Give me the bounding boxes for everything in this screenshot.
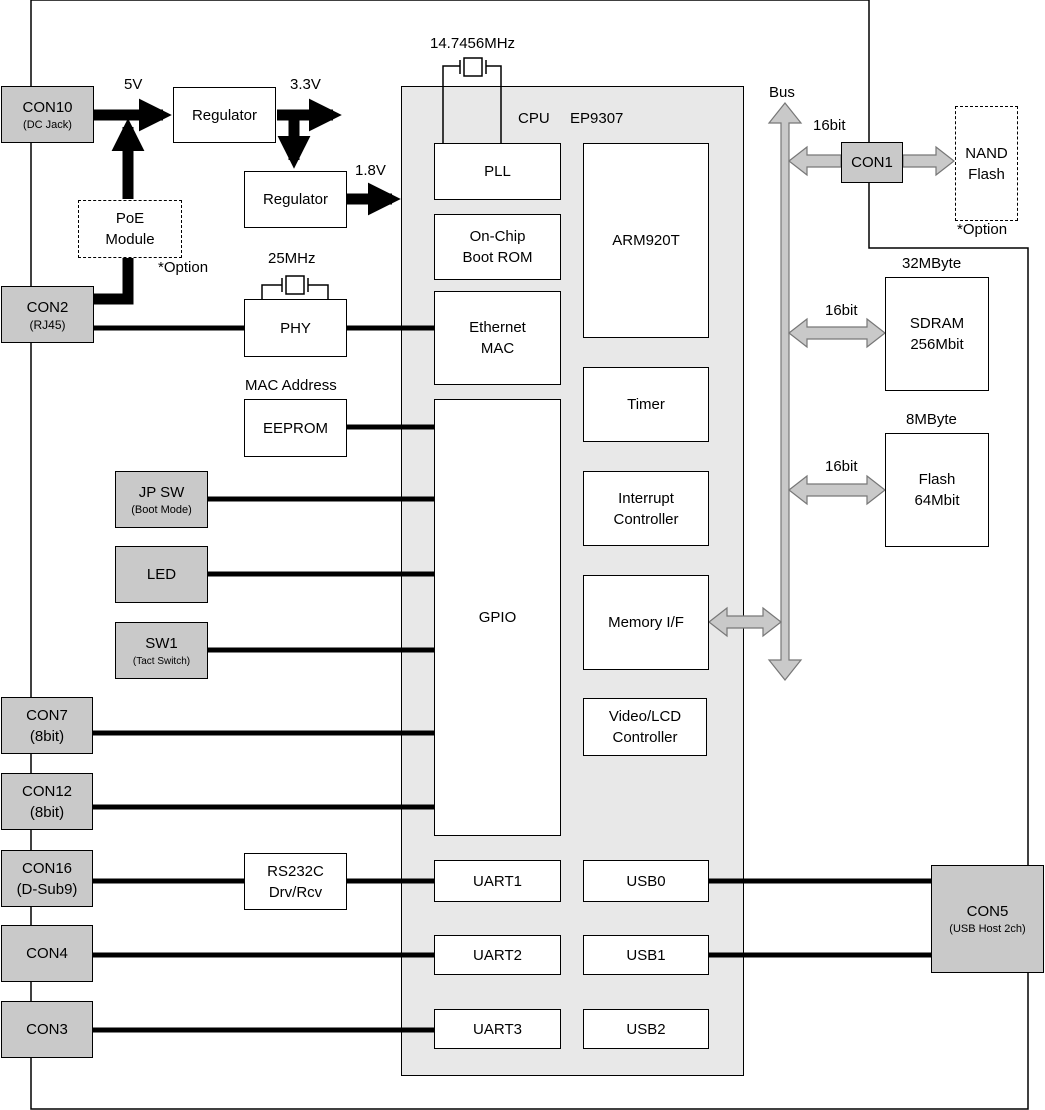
led-indicator: LED [115, 546, 208, 603]
phy-crystal-freq: 25MHz [268, 250, 316, 267]
bus-label: Bus [769, 84, 795, 101]
label-1v8: 1.8V [355, 162, 386, 179]
phy-crystal [261, 275, 329, 299]
system-bus [708, 102, 955, 681]
gpio-block: GPIO [434, 399, 561, 836]
poe-option-note: *Option [158, 259, 209, 276]
con7-connector: CON7(8bit) [1, 697, 93, 754]
usb2-block: USB2 [583, 1009, 709, 1049]
con5-connector: CON5(USB Host 2ch) [931, 865, 1044, 973]
regulator-1: Regulator [173, 87, 276, 143]
cpu-crystal [442, 57, 502, 143]
mac-address-label: MAC Address [245, 377, 337, 394]
eeprom-chip: EEPROM [244, 399, 347, 457]
cpu-title: CPU [518, 110, 550, 127]
usb1-block: USB1 [583, 935, 709, 975]
uart1-block: UART1 [434, 860, 561, 902]
usb0-block: USB0 [583, 860, 709, 902]
uart3-block: UART3 [434, 1009, 561, 1049]
pll-block: PLL [434, 143, 561, 200]
timer-block: Timer [583, 367, 709, 442]
sw1-switch: SW1(Tact Switch) [115, 622, 208, 679]
arm920t-core: ARM920T [583, 143, 709, 338]
con2-connector: CON2(RJ45) [1, 286, 94, 343]
label-3v3: 3.3V [290, 76, 321, 93]
flash-size: 8MByte [906, 411, 957, 428]
cpu-crystal-freq: 14.7456MHz [430, 35, 516, 52]
con4-connector: CON4 [1, 925, 93, 982]
con10-connector: CON10(DC Jack) [1, 86, 94, 143]
bus-width-sdram: 16bit [825, 302, 858, 319]
uart2-block: UART2 [434, 935, 561, 975]
con1-connector: CON1 [841, 142, 903, 183]
bus-width-con1: 16bit [813, 117, 846, 134]
regulator-2: Regulator [244, 171, 347, 228]
phy-chip: PHY [244, 299, 347, 357]
con12-connector: CON12(8bit) [1, 773, 93, 830]
label-5v: 5V [124, 76, 143, 93]
cpu-model: EP9307 [570, 110, 624, 127]
nand-option-note: *Option [957, 221, 1008, 238]
memory-if-block: Memory I/F [583, 575, 709, 670]
bus-width-flash: 16bit [825, 458, 858, 475]
sdram-size: 32MByte [902, 255, 962, 272]
con3-connector: CON3 [1, 1001, 93, 1058]
jpsw-switch: JP SW(Boot Mode) [115, 471, 208, 528]
con16-connector: CON16(D-Sub9) [1, 850, 93, 907]
